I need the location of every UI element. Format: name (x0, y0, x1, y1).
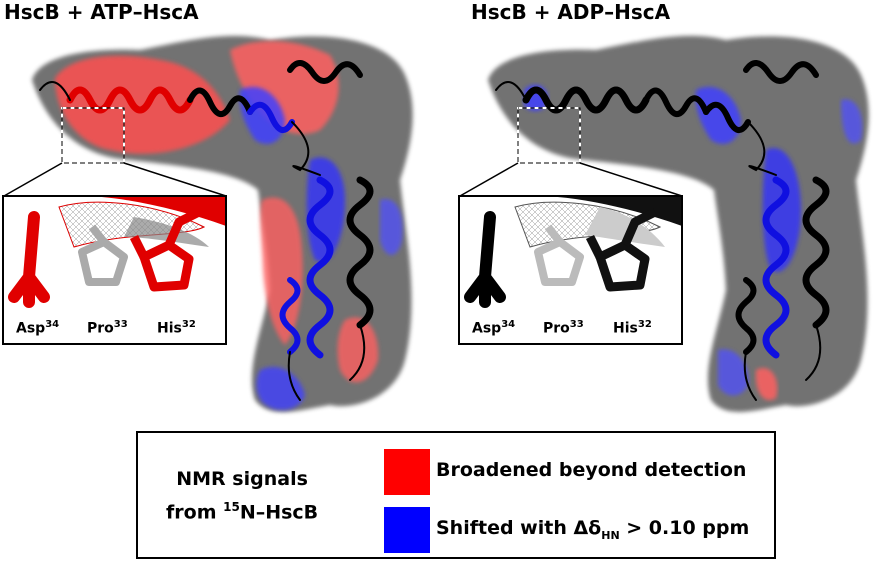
surface-broadened (230, 40, 339, 135)
surface-broadened (260, 197, 303, 345)
surface-shifted (380, 199, 403, 255)
legend-source-label: NMR signals from 15N–HscB (166, 468, 319, 524)
residue-label-asp: Asp34 (472, 319, 516, 337)
zoom-line (459, 162, 519, 197)
broadened-swatch (384, 449, 430, 495)
residue-label-asp: Asp34 (16, 319, 60, 337)
residue-sticks (460, 197, 681, 343)
helix-ribbons (495, 60, 830, 401)
zoom-line (3, 162, 63, 197)
zoom-line (579, 162, 683, 197)
residue-label-pro: Pro33 (87, 319, 128, 337)
residue-sticks (4, 197, 225, 343)
broadened-label: Broadened beyond detection (436, 459, 747, 481)
structure-adp (459, 35, 869, 412)
surface-shifted (718, 349, 749, 396)
protein-surface (488, 35, 869, 412)
panel-title-atp: HscB + ATP–HscA (4, 0, 199, 24)
surface-shifted (695, 86, 741, 144)
structure-figure (3, 35, 869, 412)
surface-shifted (256, 366, 305, 411)
residue-label-his: His32 (613, 319, 652, 337)
shifted-swatch (384, 507, 430, 553)
panel-title-adp: HscB + ADP–HscA (471, 0, 671, 24)
helix-ribbons (39, 60, 374, 401)
surface-broadened (55, 55, 230, 154)
zoom-inset-adp: Asp34 Pro33 His32 (458, 195, 683, 345)
residue-label-pro: Pro33 (543, 319, 584, 337)
legend: NMR signals from 15N–HscB Broadened beyo… (136, 431, 776, 559)
surface-shifted (762, 148, 801, 272)
zoom-line (123, 162, 227, 197)
residue-label-his: His32 (157, 319, 196, 337)
shifted-label: Shifted with ΔδHN > 0.10 ppm (436, 517, 750, 542)
surface-shifted (841, 99, 863, 144)
surface-broadened (337, 317, 379, 383)
zoom-inset-atp: Asp34 Pro33 His32 (2, 195, 227, 345)
surface-shifted (239, 86, 285, 144)
surface-broadened (755, 368, 778, 401)
structure-atp (3, 35, 413, 412)
